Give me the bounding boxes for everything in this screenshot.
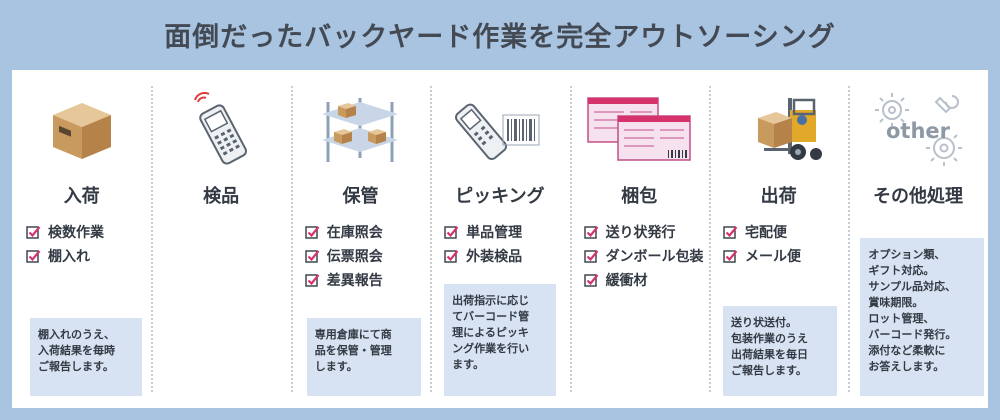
task-list: 宅配便 メール便 <box>723 220 844 268</box>
task-label: 在庫照会 <box>326 225 383 241</box>
column-inspection: 検品 <box>151 70 290 408</box>
task-item: ダンボール包装 <box>583 244 705 268</box>
checkbox-checked-icon <box>444 249 459 263</box>
task-label: 送り状発行 <box>605 225 676 241</box>
task-label: 外装検品 <box>466 249 523 265</box>
checkbox-checked-icon <box>583 249 598 263</box>
task-item: 伝票照会 <box>305 244 426 268</box>
column-title: その他処理 <box>873 186 964 207</box>
checkbox-checked-icon <box>723 225 738 239</box>
column-storage: 保管 在庫照会 伝票照会 差異報告 専用倉庫にて商 品を保管・管理 します。 <box>290 70 430 408</box>
column-receiving: 入荷 検数作業 棚入れ 棚入れのうえ、 入荷結果を毎時 ご報告します。 <box>12 70 151 408</box>
checkbox-checked-icon <box>583 273 598 287</box>
column-title: 保管 <box>342 186 379 207</box>
task-list: 送り状発行 ダンボール包装 緩衝材 <box>583 220 705 292</box>
checkbox-checked-icon <box>26 249 41 263</box>
description-note: 出荷指示に応じ てバーコード管 理によるピッキ ング作業を行い ます。 <box>444 284 557 396</box>
description-note: 専用倉庫にて商 品を保管・管理 します。 <box>306 318 421 396</box>
task-item: 在庫照会 <box>305 220 426 244</box>
task-item: 差異報告 <box>305 268 426 292</box>
column-title: ピッキング <box>455 186 545 207</box>
column-picking: ピッキング 単品管理 外装検品 出荷指示に応じ てバーコード管 理によるピッキ … <box>430 70 569 408</box>
column-title: 入荷 <box>63 186 100 207</box>
checkbox-checked-icon <box>305 273 320 287</box>
checkbox-checked-icon <box>444 225 459 239</box>
page-title: 面倒だったバックヤード作業を完全アウトソーシング <box>164 21 836 53</box>
checkbox-checked-icon <box>305 225 320 239</box>
column-shipping: 出荷 宅配便 メール便 送り状送付。 包装作業のうえ 出荷結果を毎日 ご報告しま… <box>708 70 848 408</box>
task-list: 単品管理 外装検品 <box>444 220 565 268</box>
description-note: オプション類、 ギフト対応。 サンプル品対応、 賞味期限。 ロット管理、 バーコ… <box>860 238 985 396</box>
checkbox-checked-icon <box>305 249 320 263</box>
services-panel: 入荷 検数作業 棚入れ 棚入れのうえ、 入荷結果を毎時 ご報告します。 <box>12 70 988 408</box>
checkbox-checked-icon <box>26 225 41 239</box>
task-item: 宅配便 <box>723 220 844 244</box>
checkbox-checked-icon <box>723 249 738 263</box>
description-note: 送り状送付。 包装作業のうえ 出荷結果を毎日 ご報告します。 <box>722 306 837 396</box>
task-item: 単品管理 <box>444 220 565 244</box>
gears-other-icon: other <box>875 93 963 166</box>
forklift-icon <box>757 98 822 160</box>
column-title: 検品 <box>203 186 240 207</box>
column-packing: 梱包 送り状発行 ダンボール包装 緩衝材 <box>569 70 709 408</box>
task-label: 棚入れ <box>48 249 90 265</box>
task-label: 宅配便 <box>744 225 787 241</box>
column-other: other その他処理 オプション類、 ギフト対応。 サンプル品対応、 賞味期限… <box>848 70 987 408</box>
task-label: 単品管理 <box>466 225 523 241</box>
task-list: 検数作業 棚入れ <box>26 220 147 268</box>
task-item: 外装検品 <box>444 244 565 268</box>
checkbox-checked-icon <box>583 225 598 239</box>
shipping-labels-icon <box>587 97 691 161</box>
task-label: 伝票照会 <box>326 249 383 265</box>
warehouse-shelf-icon <box>322 98 399 162</box>
cardboard-box-icon <box>52 103 111 159</box>
task-item: メール便 <box>723 244 844 268</box>
task-label: 検数作業 <box>48 225 104 241</box>
task-item: 緩衝材 <box>583 268 705 292</box>
column-title: 梱包 <box>621 186 658 207</box>
task-label: 緩衝材 <box>605 273 648 289</box>
task-item: 検数作業 <box>26 220 147 244</box>
task-item: 送り状発行 <box>583 220 705 244</box>
task-label: メール便 <box>744 249 801 265</box>
task-item: 棚入れ <box>26 244 147 268</box>
description-note: 棚入れのうえ、 入荷結果を毎時 ご報告します。 <box>30 318 142 396</box>
task-label: 差異報告 <box>326 273 383 289</box>
handheld-scanner-icon <box>194 92 248 165</box>
task-label: ダンボール包装 <box>605 249 704 265</box>
column-title: 出荷 <box>760 186 797 207</box>
barcode-scanner-icon <box>454 103 540 161</box>
task-list: 在庫照会 伝票照会 差異報告 <box>305 220 426 292</box>
other-icon-text: other <box>886 119 951 143</box>
